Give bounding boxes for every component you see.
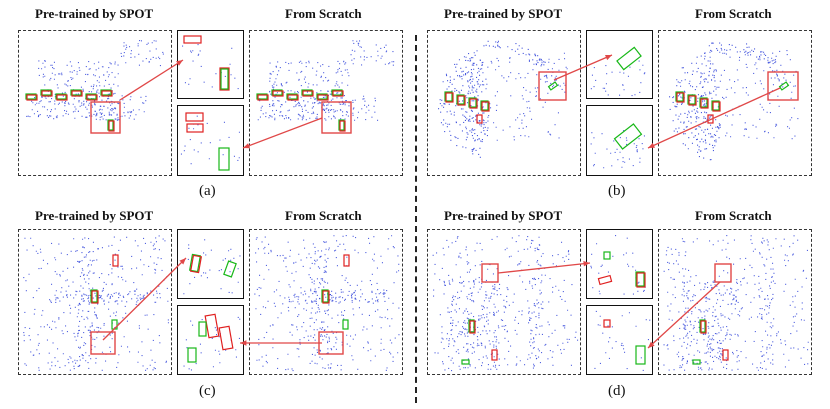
panel-b-right-view xyxy=(658,30,812,176)
panel-c-caption: (c) xyxy=(199,383,216,399)
panel-a-left-title: Pre-trained by SPOT xyxy=(35,6,154,21)
panel-d-right-title: From Scratch xyxy=(695,208,772,223)
panel-c-left-view xyxy=(18,229,172,375)
panel-c-right-title: From Scratch xyxy=(285,208,362,223)
panel-c-right-view xyxy=(249,229,403,375)
panel-a-right-title: From Scratch xyxy=(285,6,362,21)
panel-a-zoom-top xyxy=(177,30,244,99)
center-divider xyxy=(415,35,417,403)
panel-d-zoom-top xyxy=(586,229,653,299)
panel-c-zoom-bottom xyxy=(177,305,244,375)
panel-b-left-view xyxy=(427,30,581,176)
panel-d-zoom-bottom xyxy=(586,305,653,375)
panel-d-left-view xyxy=(427,229,581,375)
panel-d-left-title: Pre-trained by SPOT xyxy=(444,208,563,223)
panel-b-left-title: Pre-trained by SPOT xyxy=(444,6,563,21)
panel-d-right-view xyxy=(658,229,812,375)
panel-b-zoom-bottom xyxy=(586,105,653,176)
panel-a-caption: (a) xyxy=(199,183,216,199)
panel-b-right-title: From Scratch xyxy=(695,6,772,21)
panel-a-zoom-bottom xyxy=(177,105,244,176)
panel-a-left-view xyxy=(18,30,172,176)
panel-c-left-title: Pre-trained by SPOT xyxy=(35,208,154,223)
panel-c-zoom-top xyxy=(177,229,244,299)
panel-a-right-view xyxy=(249,30,403,176)
panel-b-caption: (b) xyxy=(608,183,626,199)
panel-b-zoom-top xyxy=(586,30,653,99)
panel-d-caption: (d) xyxy=(608,383,626,399)
